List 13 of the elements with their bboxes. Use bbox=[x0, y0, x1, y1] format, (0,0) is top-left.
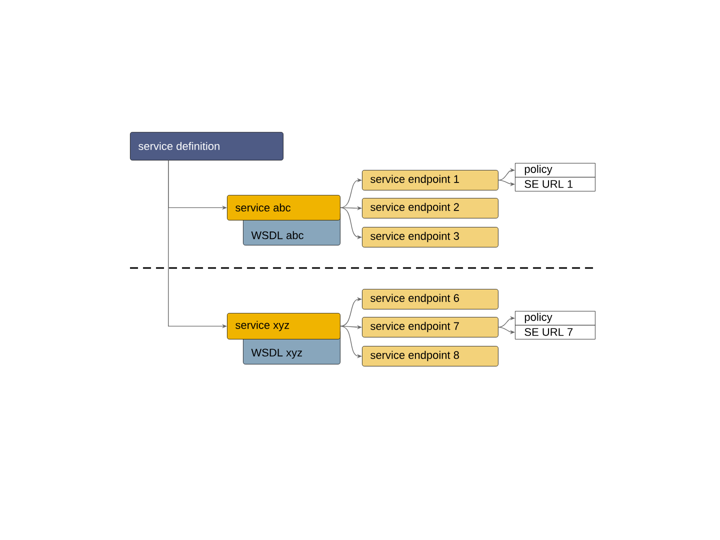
service-box: service definition bbox=[130, 132, 284, 160]
endpoint-box: service endpoint 2 bbox=[362, 198, 498, 218]
endpoint-box: service endpoint 6 bbox=[362, 289, 498, 310]
endpoint-box: service endpoint 8 bbox=[362, 346, 498, 366]
policy-box: policy bbox=[515, 163, 596, 178]
service-box: service abc bbox=[227, 195, 340, 220]
endpoint-box: service endpoint 3 bbox=[362, 227, 498, 248]
service-box: service xyz bbox=[227, 313, 340, 340]
url-box: SE URL 7 bbox=[515, 325, 596, 340]
url-box: SE URL 1 bbox=[515, 177, 596, 192]
endpoint-box: service endpoint 7 bbox=[362, 317, 498, 338]
endpoint-box: service endpoint 1 bbox=[362, 170, 498, 190]
policy-box: policy bbox=[515, 311, 596, 326]
